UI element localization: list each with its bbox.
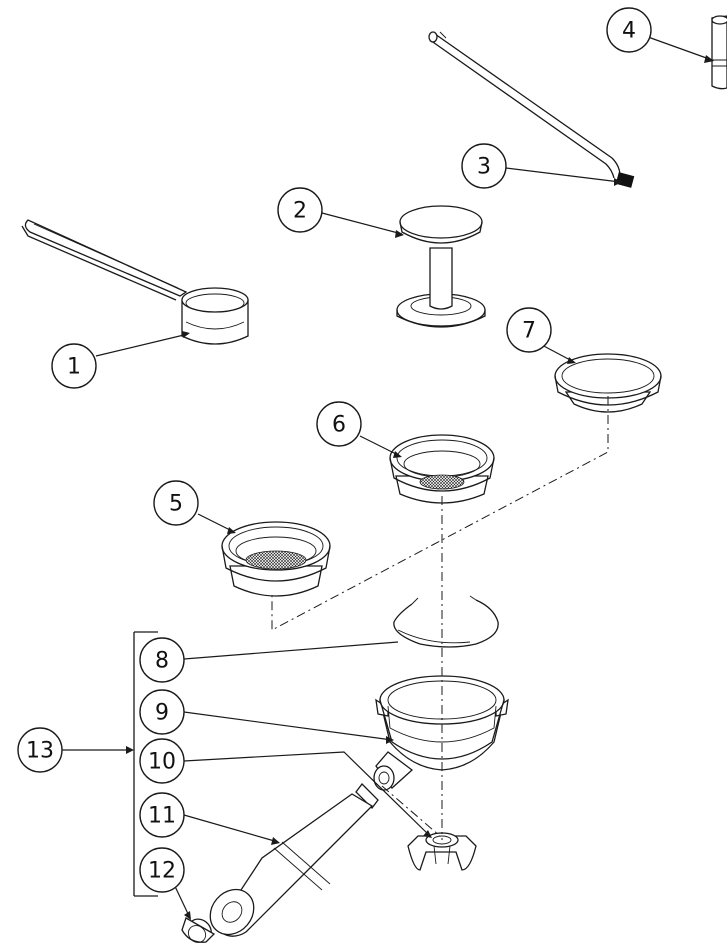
- callout-1: 1: [51, 343, 97, 389]
- portafilter-body: [373, 675, 509, 791]
- callout-5-label: 5: [169, 492, 183, 517]
- callout-13: 13: [17, 727, 63, 773]
- cleaning-pin: [711, 15, 727, 90]
- callout-8: 8: [139, 637, 185, 683]
- callout-4: 4: [606, 7, 652, 53]
- callout-2: 2: [277, 187, 323, 233]
- single-wall-filter-basket: [221, 521, 331, 597]
- handle-end-cap: [181, 917, 216, 943]
- callout-10-label: 10: [148, 750, 176, 775]
- pressurized-filter-basket: [554, 353, 662, 413]
- callout-2-label: 2: [293, 199, 307, 224]
- measuring-scoop: [21, 219, 249, 345]
- callout-10: 10: [139, 738, 185, 784]
- callout-12: 12: [139, 847, 185, 893]
- callout-7-label: 7: [522, 319, 536, 344]
- handle: [209, 783, 379, 937]
- assembly-centerlines: [271, 396, 609, 840]
- callout-3: 3: [461, 143, 507, 189]
- retaining-spring: [393, 595, 499, 648]
- callout-8-label: 8: [155, 649, 169, 674]
- callout-4-label: 4: [622, 19, 636, 44]
- cleaning-brush: [428, 31, 635, 188]
- callout-13-label: 13: [26, 739, 54, 764]
- callout-11: 11: [139, 792, 185, 838]
- callout-7: 7: [506, 307, 552, 353]
- callout-6-label: 6: [332, 413, 346, 438]
- callout-9: 9: [139, 689, 185, 735]
- callout-11-label: 11: [148, 804, 176, 829]
- callout-6: 6: [316, 401, 362, 447]
- assembly-bracket: [62, 631, 158, 897]
- callout-9-label: 9: [155, 701, 169, 726]
- tamper: [396, 205, 486, 328]
- leader-lines: [95, 36, 714, 920]
- small-filter-basket: [389, 434, 495, 504]
- callout-1-label: 1: [67, 355, 81, 380]
- callout-5: 5: [153, 480, 199, 526]
- callout-3-label: 3: [477, 155, 491, 180]
- callout-12-label: 12: [148, 859, 176, 884]
